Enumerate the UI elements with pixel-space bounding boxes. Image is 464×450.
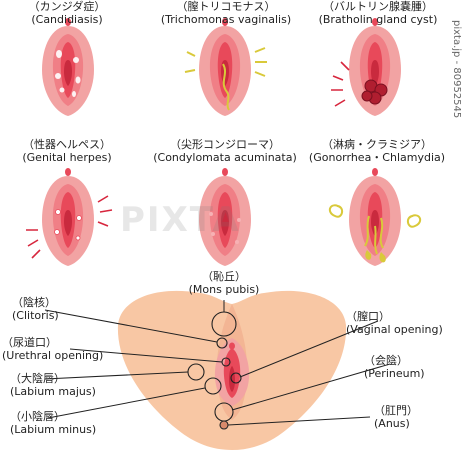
gonorrhea-illustration [328,168,422,266]
herpes-illustration [26,168,113,266]
gonorrhea-label: （淋病・クラミジア） (Gonorrhea・Chlamydia) [308,138,446,164]
mons-label: （恥丘） (Mons pubis) [188,270,260,296]
urethral-label: （尿道口） (Urethral opening) [2,336,104,362]
vaginal-label: （膣口） (Vaginal opening) [346,310,443,336]
vaginal-marker [230,372,242,384]
trichomonas-illustration [184,18,267,116]
leader-lines [44,300,391,426]
side-credit: pixta.jp - 80952545 [451,20,462,119]
clitoris-marker [216,337,228,349]
clitoris-label: （陰核） (Clitoris) [12,296,59,322]
labium-minus-marker [204,377,222,395]
perineum-label: （会陰） (Perineum) [364,354,425,380]
bartholin-illustration [331,18,401,116]
trichomonas-label: （膣トリコモナス） (Trichomonas vaginalis) [160,0,292,26]
labium-minus-label: （小陰唇） (Labium minus) [10,410,97,436]
candidiasis-illustration [42,18,94,116]
watermark: PIXTA [120,200,241,240]
main-anatomy [117,290,347,450]
condylomata-illustration [199,168,251,266]
condylomata-label: （尖形コンジローマ） (Condylomata acuminata) [153,138,297,164]
herpes-label: （性器ヘルペス） (Genital herpes) [22,138,112,164]
anus-label: （肛門） (Anus) [374,404,418,430]
candidiasis-label: （カンジダ症） (Candidiasis) [28,0,106,26]
bartholin-label: （バルトリン腺嚢腫） (Bratholin gland cyst) [318,0,438,26]
anatomy-markers [187,311,242,430]
labium-majus-label: （大陰唇） (Labium majus) [10,372,96,398]
